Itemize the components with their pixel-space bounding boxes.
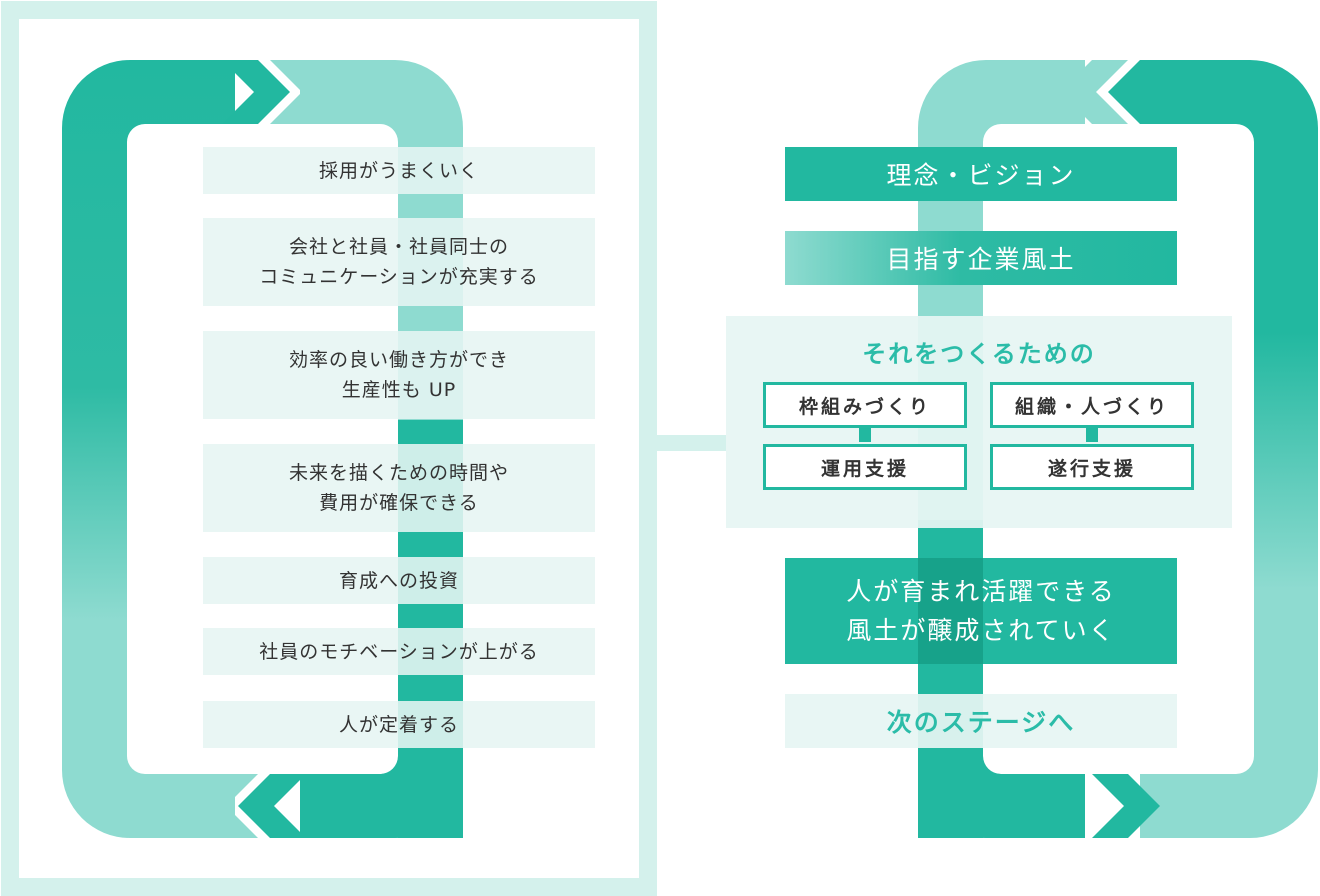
support-title: それをつくるための bbox=[862, 340, 1096, 368]
left-item-communication: 会社と社員・社員同士の コミュニケーションが充実する bbox=[203, 218, 595, 306]
support-panel: それをつくるための 枠組みづくり 運用支援 組織・人づくり 遂行支援 bbox=[726, 316, 1232, 528]
result-bar-overlap bbox=[918, 558, 983, 664]
chevron-left-icon bbox=[1060, 60, 1176, 124]
vision-bar: 理念・ビジョン bbox=[785, 147, 1177, 201]
operation-support-box: 運用支援 bbox=[763, 444, 967, 490]
left-item-recruiting: 採用がうまくいく bbox=[203, 147, 595, 194]
next-stage-bar: 次のステージへ bbox=[785, 694, 1177, 748]
left-item-future-resources: 未来を描くための時間や 費用が確保できる bbox=[203, 444, 595, 532]
chevron-left-icon bbox=[190, 774, 306, 838]
left-loop-outer-track bbox=[62, 60, 235, 838]
left-item-motivation: 社員のモチベーションが上がる bbox=[203, 628, 595, 675]
people-building-box: 組織・人づくり bbox=[990, 382, 1194, 428]
panel-connector bbox=[657, 435, 726, 451]
chevron-right-icon bbox=[222, 60, 338, 124]
framework-link bbox=[859, 428, 871, 442]
chevron-right-icon bbox=[1092, 774, 1208, 838]
target-culture-bar: 目指す企業風土 bbox=[785, 231, 1177, 285]
result-bar-text: 人が育まれ活躍できる 風土が醸成されていく bbox=[846, 577, 1116, 645]
execution-support-box: 遂行支援 bbox=[990, 444, 1194, 490]
framework-box: 枠組みづくり bbox=[763, 382, 967, 428]
right-loop-outer-track bbox=[1140, 60, 1318, 838]
people-link bbox=[1086, 428, 1098, 442]
left-item-retention: 人が定着する bbox=[203, 701, 595, 748]
left-item-training-investment: 育成への投資 bbox=[203, 557, 595, 604]
left-item-productivity: 効率の良い働き方ができ 生産性も UP bbox=[203, 331, 595, 419]
